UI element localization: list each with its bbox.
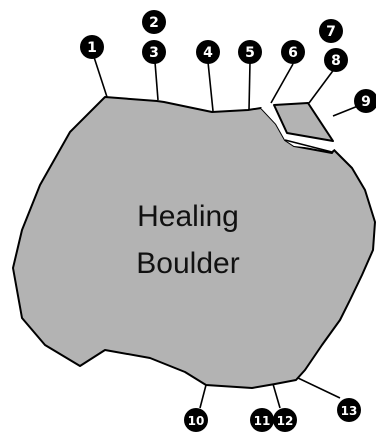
callout-11-label: 11 [254, 414, 271, 428]
callout-5-label: 5 [245, 45, 255, 61]
leader-10 [200, 385, 206, 408]
callout-3-label: 3 [149, 45, 159, 61]
callout-9-label: 9 [361, 94, 371, 110]
callout-12: 12 [273, 408, 297, 432]
boulder-label-line2: Boulder [136, 247, 239, 280]
leader-4 [208, 62, 213, 111]
callout-11: 11 [250, 408, 274, 432]
callout-3: 3 [142, 40, 166, 64]
leader-8 [309, 68, 335, 103]
callout-9: 9 [354, 89, 376, 113]
callout-4: 4 [196, 40, 220, 64]
callout-7-label: 7 [326, 24, 336, 40]
boulder-shape [13, 97, 375, 388]
callout-6: 6 [281, 40, 305, 64]
leader-6 [271, 64, 293, 103]
callout-8-label: 8 [331, 53, 341, 69]
callout-2-label: 2 [149, 15, 159, 31]
callout-4-label: 4 [203, 45, 213, 61]
callout-5: 5 [238, 40, 262, 64]
boulder-label-line1: Healing [137, 200, 239, 233]
callout-1: 1 [80, 35, 104, 59]
leader-1 [93, 54, 107, 97]
leader-3 [155, 62, 158, 100]
leader-13 [298, 378, 340, 398]
callout-12-label: 12 [277, 414, 294, 428]
callout-10: 10 [184, 408, 208, 432]
callout-8: 8 [324, 48, 348, 72]
callout-13: 13 [337, 398, 361, 422]
leader-5 [249, 62, 250, 110]
callout-6-label: 6 [288, 45, 298, 61]
callout-2: 2 [142, 10, 166, 34]
callout-7: 7 [319, 19, 343, 43]
callout-13-label: 13 [341, 404, 358, 418]
leader-9 [333, 106, 358, 116]
leader-12 [273, 384, 280, 408]
callout-10-label: 10 [188, 414, 205, 428]
callout-1-label: 1 [87, 40, 97, 56]
